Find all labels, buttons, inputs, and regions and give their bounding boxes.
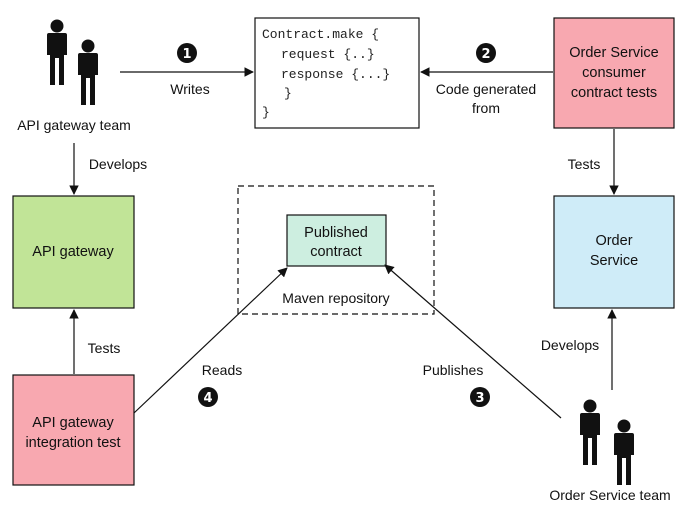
order-service-box: Order Service [553, 195, 675, 309]
step-1-badge: 1 [177, 43, 197, 63]
box-label: integration test [25, 435, 120, 451]
develops-left-label: Develops [89, 156, 147, 172]
box-label: Order Service [569, 45, 658, 61]
box-label: Published [304, 225, 368, 241]
person-icon [580, 399, 600, 465]
develops-right-label: Develops [541, 337, 599, 353]
contract-code-line: response {...} [281, 67, 390, 82]
api-gateway-team-label: API gateway team [17, 117, 131, 133]
reads-label: Reads [202, 362, 242, 378]
writes-label: Writes [170, 81, 209, 97]
contract-code-line: request {..} [281, 47, 375, 62]
box-label: consumer [582, 65, 646, 81]
code-generated-label: Code generated [436, 81, 536, 97]
box-label: Service [590, 253, 638, 269]
person-icon [78, 39, 98, 105]
contract-code-line: Contract.make { [262, 27, 379, 42]
tests-right-label: Tests [568, 156, 601, 172]
step-3-badge: 3 [470, 387, 490, 407]
order-service-team-label: Order Service team [549, 487, 670, 503]
contract-code-box: Contract.make { request {..} response {.… [254, 17, 420, 129]
step-number: 3 [475, 391, 484, 406]
step-number: 4 [203, 391, 212, 406]
tests-left-label: Tests [88, 340, 121, 356]
api-gateway-box: API gateway [12, 195, 135, 309]
box-label: contract [310, 244, 362, 260]
box-label: contract tests [571, 85, 657, 101]
publishes-label: Publishes [423, 362, 484, 378]
step-4-badge: 4 [198, 387, 218, 407]
box-label: Order [595, 233, 632, 249]
repository-label: Maven repository [282, 290, 389, 306]
step-number: 1 [182, 47, 191, 62]
person-icon [614, 419, 634, 485]
person-icon [47, 19, 67, 85]
box-label: API gateway [32, 244, 114, 260]
box-label: API gateway [32, 415, 114, 431]
step-2-badge: 2 [476, 43, 496, 63]
order-service-team: Order Service team [549, 399, 671, 503]
reads-arrow [133, 267, 288, 414]
code-generated-label: from [472, 100, 500, 116]
api-gateway-integration-test-box: API gateway integration test [12, 374, 135, 486]
order-service-contract-tests-box: Order Service consumer contract tests [553, 17, 675, 129]
publishes-arrow [384, 264, 562, 419]
step-number: 2 [481, 47, 490, 62]
contract-code-line: } [262, 105, 270, 120]
contract-code-line: } [284, 86, 292, 101]
api-gateway-team: API gateway team [17, 19, 131, 133]
published-contract-box [286, 214, 387, 267]
maven-repository: Published contract Maven repository [237, 185, 435, 315]
